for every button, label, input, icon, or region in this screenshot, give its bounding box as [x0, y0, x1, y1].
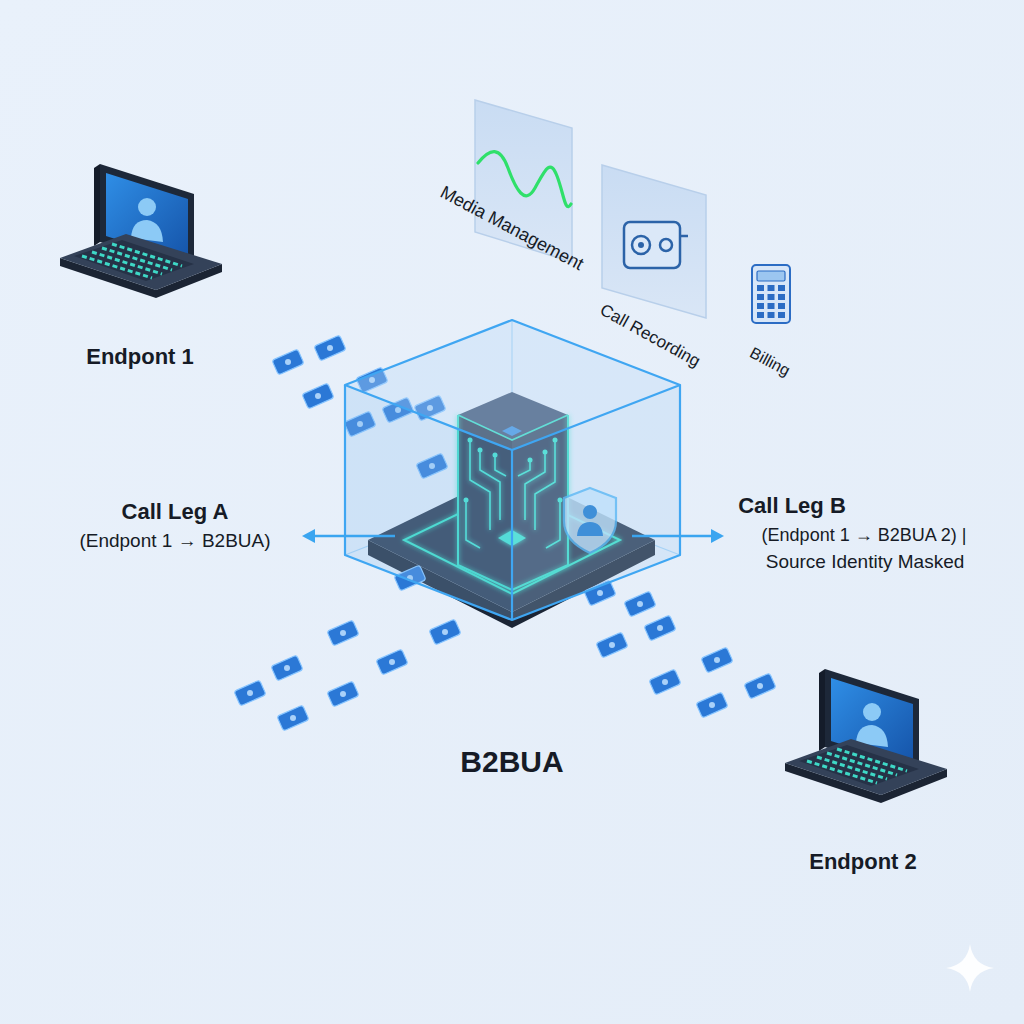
billing-icon: [757, 294, 764, 300]
recording-panel: [624, 222, 680, 268]
packet-trail: [649, 669, 681, 695]
shield-icon: [583, 505, 597, 519]
packet-trail: [376, 649, 408, 675]
recording-panel: [660, 239, 672, 251]
laptop-icon: [60, 164, 222, 298]
shield-icon: [564, 488, 616, 553]
billing-icon: [752, 265, 790, 323]
packet-trail: [314, 335, 346, 361]
endpoint-node: Endpont 1: [55, 160, 230, 375]
billing-icon: [757, 312, 764, 318]
b2bua-cube: [429, 619, 461, 645]
billing-icon: [778, 303, 785, 309]
b2bua-cube: [345, 320, 680, 450]
billing-icon: [757, 271, 785, 281]
packet-trail: [701, 647, 733, 673]
recording-panel: [632, 236, 650, 254]
call-leg-title: Call Leg B: [632, 493, 952, 519]
b2bua-cube: [624, 591, 656, 617]
packet-trail: [696, 692, 728, 718]
packet-trail: [302, 383, 334, 409]
billing-icon: [768, 294, 775, 300]
call-leg-arrow: [302, 529, 395, 543]
call-leg-arrow: [632, 535, 712, 538]
packet-trail: [596, 632, 628, 658]
sparkle-mark: [946, 944, 994, 992]
call-leg-path: (Endpont 1 → B2BUA 2) |: [704, 524, 1024, 546]
packet-trail: [327, 681, 359, 707]
packet-trail: [234, 680, 266, 706]
feature-icon: Billing: [745, 260, 800, 375]
call-leg-arrow: [711, 529, 724, 543]
call-leg-note: Source Identity Masked: [705, 550, 1024, 573]
packet-trail: [271, 655, 303, 681]
b2bua-cube: [345, 385, 680, 620]
call-leg-title: Call Leg A: [15, 499, 335, 525]
billing-icon: [757, 285, 785, 318]
feature-panel: Media Management: [430, 95, 600, 280]
packet-trail: [327, 620, 359, 646]
feature-panel: Call Recording: [595, 160, 715, 380]
recording-panel: [602, 165, 706, 318]
call-leg-arrow: [312, 535, 395, 538]
laptop-icon: [785, 669, 947, 803]
billing-icon: [778, 312, 785, 318]
billing-icon: [778, 285, 785, 291]
billing-icon: [757, 303, 764, 309]
recording-panel: [680, 235, 688, 238]
b2bua-label: B2BUA: [352, 744, 672, 780]
billing-icon: [768, 303, 775, 309]
billing-icon: [778, 294, 785, 300]
b2bua-node: B2BUA: [340, 315, 685, 780]
packet-trail: [744, 673, 776, 699]
recording-panel: [638, 242, 644, 248]
b2bua-cube: [345, 320, 680, 450]
b2bua-cube: [345, 320, 680, 645]
billing-icon: [752, 265, 790, 323]
billing-icon: [768, 312, 775, 318]
packet-trail: [644, 615, 676, 641]
b2bua-cube: [345, 320, 680, 620]
recording-panel: [602, 165, 706, 318]
endpoint-label: Endpont 1: [0, 344, 300, 370]
shield-icon: [577, 522, 603, 536]
packet-trail: [272, 349, 304, 375]
b2bua-cube: [511, 450, 513, 620]
endpoint-node: Endpont 2: [780, 660, 950, 875]
billing-icon: [757, 285, 764, 291]
shield-icon: [564, 488, 616, 553]
call-leg-arrow: [302, 529, 315, 543]
media-panel: [478, 152, 571, 207]
billing-icon: [768, 285, 775, 291]
call-leg-path: (Endpont 1 → B2BUA): [15, 529, 335, 552]
packet-trail: [277, 705, 309, 731]
endpoint-label: Endpont 2: [703, 849, 1023, 875]
call-leg-arrow: [632, 529, 724, 543]
